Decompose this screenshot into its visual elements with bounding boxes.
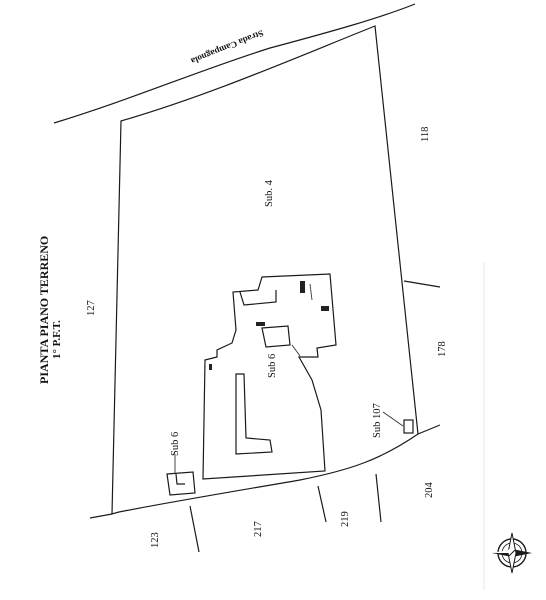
wall-line-1 — [309, 283, 313, 301]
parcel-204: 204 — [424, 482, 435, 499]
unit-label-sub6-main: Sub 6 — [267, 354, 278, 378]
leader-line-sub107 — [382, 411, 404, 427]
wall-mark-1 — [256, 322, 265, 326]
main-building-outline — [202, 273, 337, 480]
parcel-217: 217 — [253, 521, 264, 537]
parcel-178: 178 — [437, 341, 448, 357]
site-boundary — [111, 25, 419, 515]
sub107-box — [403, 419, 414, 434]
parcel-127: 127 — [86, 300, 97, 316]
plan-subtitle: 1° P.F.T. — [51, 320, 63, 359]
north-arrow-icon — [492, 532, 532, 574]
small-outbuilding — [166, 471, 196, 496]
road-edge-line — [53, 3, 416, 124]
parcel-line-219-204 — [375, 473, 382, 523]
unit-label-sub6-small: Sub 6 — [170, 432, 181, 456]
main-building-notch — [239, 290, 277, 306]
parcel-line-217-219 — [317, 485, 327, 523]
wall-mark-4 — [209, 364, 212, 370]
road-label: Strada Campagnola — [189, 28, 265, 66]
boundary-extension-right — [417, 424, 441, 435]
plan-title-group: PIANTA PIANO TERRENO 1° P.F.T. — [37, 236, 63, 384]
unit-label-sub107: Sub 107 — [372, 403, 383, 438]
parcel-219: 219 — [340, 511, 351, 527]
parcel-line-123-217 — [189, 505, 200, 553]
parcel-118: 118 — [420, 127, 431, 142]
wall-mark-2 — [321, 306, 329, 311]
plan-title: PIANTA PIANO TERRENO — [37, 236, 51, 384]
wall-mark-3 — [300, 281, 305, 293]
wall-line-2 — [291, 344, 301, 357]
boundary-extension-left — [89, 513, 113, 519]
unit-label-sub4: Sub. 4 — [264, 179, 275, 207]
inner-room-center — [261, 325, 291, 348]
parcel-123: 123 — [150, 532, 161, 548]
inner-corridor — [235, 373, 273, 455]
parcel-line-118-178 — [403, 280, 441, 288]
